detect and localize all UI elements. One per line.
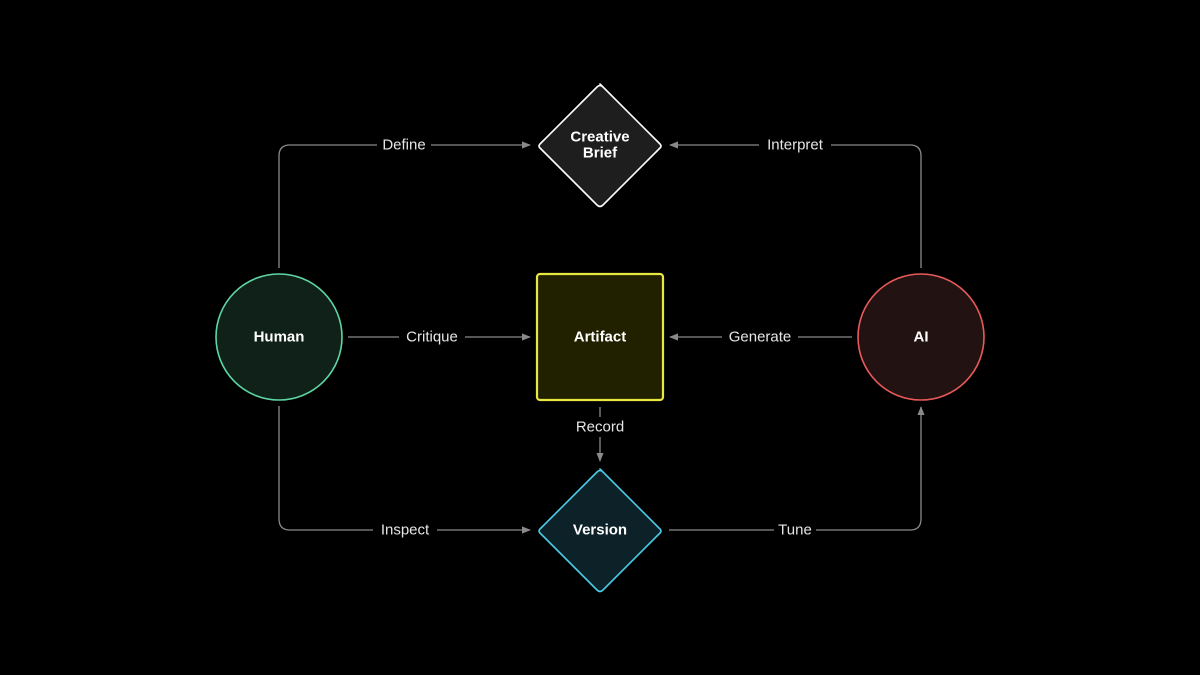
edge-interpret [669, 141, 922, 268]
critique-label: Critique [406, 329, 458, 346]
node-version: Version [538, 468, 662, 593]
creative-brief-label-line2: Brief [583, 145, 618, 162]
node-human: Human [215, 273, 343, 401]
ai-label: AI [914, 329, 929, 346]
version-label: Version [573, 522, 627, 539]
edge-label-inspect: Inspect [373, 520, 437, 540]
node-creative-brief: Creative Brief [538, 83, 662, 208]
artifact-label: Artifact [574, 329, 627, 346]
interpret-label: Interpret [767, 137, 824, 154]
define-label: Define [382, 137, 425, 154]
edge-define [278, 141, 531, 268]
node-ai: AI [857, 273, 985, 401]
edge-label-generate: Generate [722, 327, 798, 347]
tune-label: Tune [778, 522, 812, 539]
edge-label-record: Record [570, 417, 630, 437]
inspect-label: Inspect [381, 522, 430, 539]
edge-label-critique: Critique [399, 327, 465, 347]
edge-inspect [278, 406, 531, 534]
edge-label-tune: Tune [774, 520, 816, 540]
record-label: Record [576, 419, 624, 436]
edge-tune [669, 406, 925, 531]
human-label: Human [254, 329, 305, 346]
creative-brief-shape [538, 83, 662, 208]
artifact-shape [535, 272, 665, 402]
version-shape [538, 468, 662, 593]
creative-brief-label-line1: Creative [570, 129, 629, 146]
generate-label: Generate [729, 329, 792, 346]
edge-label-define: Define [377, 135, 431, 155]
ai-shape [857, 273, 985, 401]
human-shape [215, 273, 343, 401]
edge-label-interpret: Interpret [759, 135, 831, 155]
node-artifact: Artifact [535, 272, 665, 402]
